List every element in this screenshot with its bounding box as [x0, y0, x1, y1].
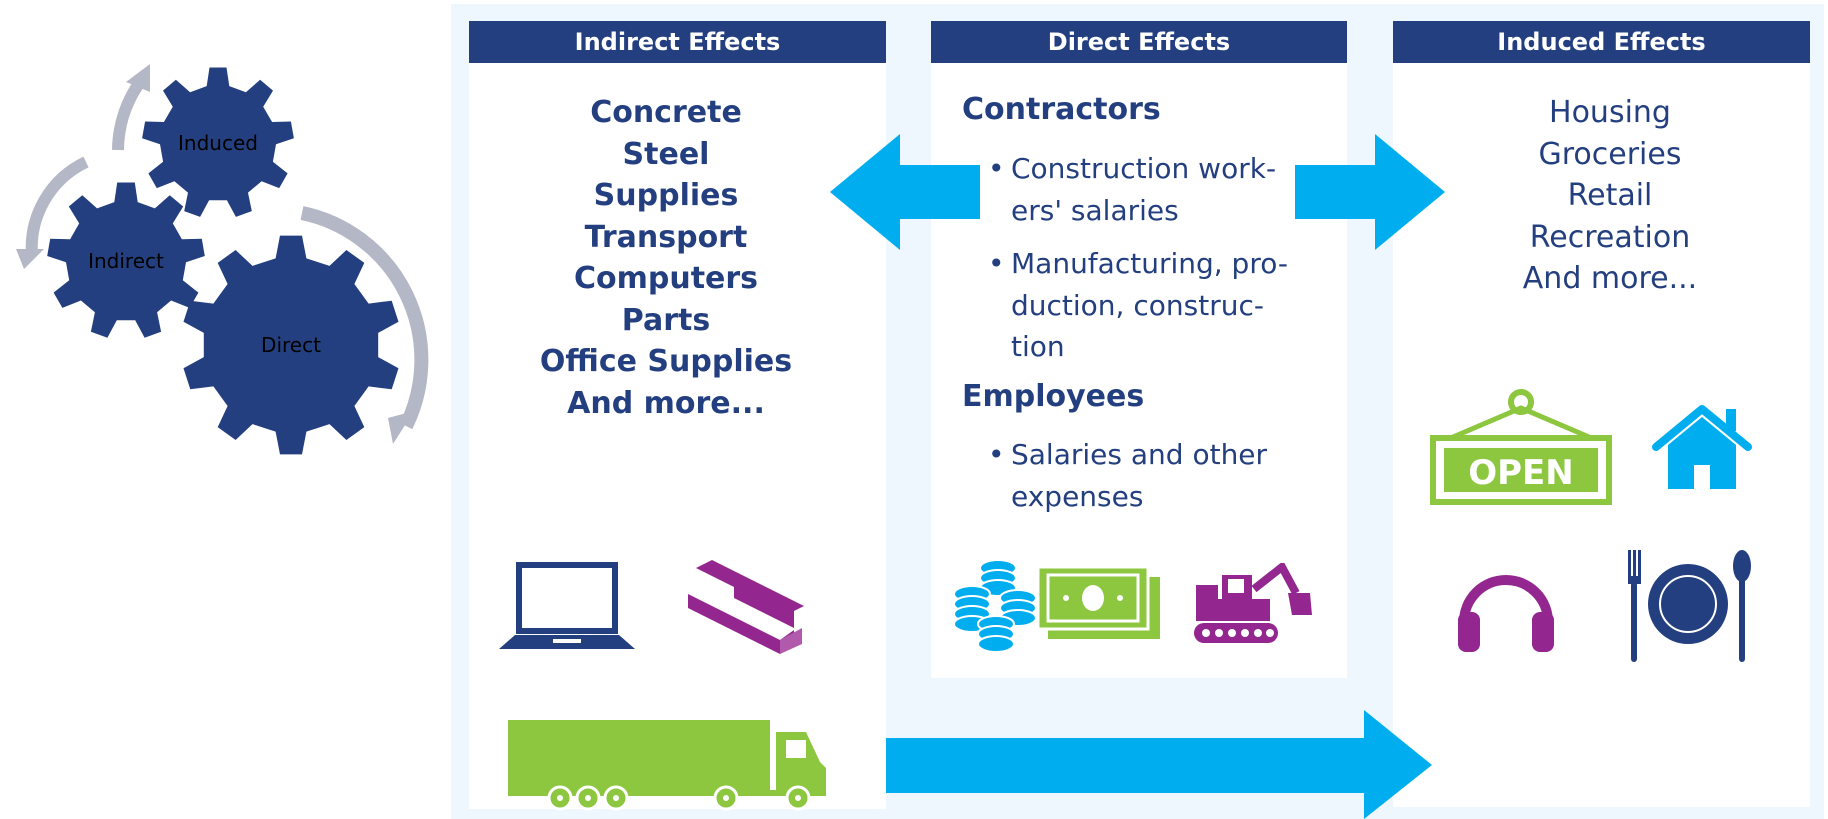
cycle-arrows [25, 78, 429, 430]
cycle-arrowhead-indirect [16, 249, 44, 269]
indirect-item: Transport [584, 219, 748, 255]
gear-label-direct: Direct [261, 333, 321, 357]
indirect-item: Supplies [593, 178, 739, 213]
contractors-heading: Contractors [962, 92, 1161, 127]
dining-icon [1628, 550, 1751, 662]
excavator-icon [1194, 563, 1312, 643]
induced-item: And more... [1522, 261, 1698, 296]
arrow-right [1295, 134, 1445, 250]
bullet-text: Manufacturing, pro- duction, construc- t… [1011, 247, 1288, 363]
gear-label-indirect: Indirect [88, 249, 164, 273]
induced-item: Housing [1549, 95, 1671, 130]
bullet-item: • [988, 247, 1005, 280]
headphones-icon [1458, 575, 1554, 652]
bullet-item: • [988, 152, 1005, 185]
induced-items-list: Housing Groceries Retail Recreation And … [1393, 92, 1827, 300]
coins-icon [953, 559, 1037, 653]
truck-icon [508, 720, 826, 811]
indirect-item: Steel [622, 136, 710, 172]
steel-beam-icon [688, 560, 804, 654]
indirect-effects-header: Indirect Effects [469, 21, 886, 63]
indirect-item: And more... [567, 385, 765, 421]
induced-item: Recreation [1529, 219, 1691, 255]
bullet-text: Salaries and other expenses [1011, 438, 1268, 513]
money-icon [1036, 565, 1160, 639]
gear-indirect [47, 182, 205, 338]
open-sign-icon: OPEN [1430, 389, 1612, 505]
arrow-bottom-right [886, 710, 1432, 819]
house-icon [1652, 405, 1752, 489]
gear-label-induced: Induced [178, 131, 258, 155]
indirect-items-list: Concrete Steel Supplies Transport Comput… [469, 92, 863, 424]
indirect-item: Computers [573, 261, 759, 296]
gear-induced [142, 67, 294, 217]
open-sign-text: OPEN [1468, 453, 1574, 493]
induced-item: Groceries [1538, 136, 1682, 172]
direct-effects-header: Direct Effects [931, 21, 1347, 63]
cycle-arrowhead-direct [388, 411, 414, 444]
indirect-item: Office Supplies [539, 344, 793, 379]
bullet-text: Construction work- ers' salaries [1011, 152, 1277, 227]
gear-direct [183, 235, 399, 455]
induced-item: Retail [1567, 178, 1653, 213]
induced-effects-header: Induced Effects [1393, 21, 1810, 63]
bullet-item: • [988, 438, 1005, 471]
indirect-column [469, 21, 886, 809]
employees-heading: Employees [962, 379, 1145, 414]
gears-cycle-diagram: Induced Indirect Direct [16, 64, 429, 455]
arrow-left [830, 134, 980, 250]
cycle-arrowhead-induced [126, 64, 150, 92]
induced-column [1393, 21, 1810, 807]
indirect-item: Concrete [590, 95, 742, 130]
indirect-item: Parts [621, 302, 711, 338]
laptop-icon [499, 562, 635, 649]
